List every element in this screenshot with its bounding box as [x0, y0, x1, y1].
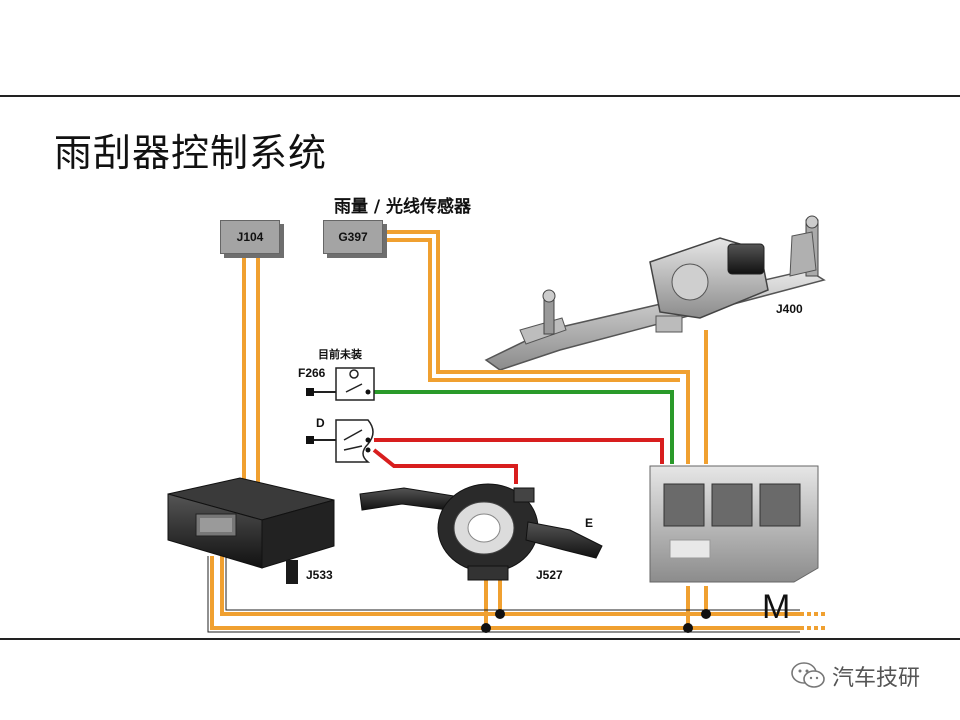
page-title: 雨刮器控制系统 — [54, 131, 328, 175]
d-label: D — [316, 416, 325, 430]
watermark-text: 汽车技研 — [832, 666, 921, 691]
g397-component-box: G397 — [323, 220, 383, 254]
j533-module-illustration — [167, 477, 335, 584]
wiper-linkage-illustration — [484, 215, 826, 371]
f266-switch-symbol — [306, 367, 375, 401]
bottom-divider — [0, 638, 960, 640]
body-control-module-illustration — [649, 465, 819, 583]
junction-dots — [481, 609, 711, 633]
j400-label: J400 — [776, 302, 803, 316]
sensor-caption: 雨量 / 光线传感器 — [334, 197, 472, 217]
j104-component-box: J104 — [220, 220, 280, 254]
wechat-icon — [791, 662, 825, 688]
j527-label: J527 — [536, 568, 563, 582]
red-wires — [372, 438, 664, 484]
e-label: E — [585, 516, 594, 530]
motor-m-label: M — [762, 588, 791, 626]
orange-wires — [210, 230, 800, 630]
j527-module-illustration — [359, 483, 603, 581]
bus-continuation — [800, 612, 826, 630]
f266-label: F266 — [298, 366, 326, 380]
d-switch-symbol — [306, 419, 374, 463]
top-divider — [0, 95, 960, 97]
wire-outlines — [207, 556, 800, 633]
watermark: 汽车技研 — [790, 660, 920, 692]
j533-label: J533 — [306, 568, 333, 582]
green-wire — [374, 390, 674, 464]
not-installed-note: 目前未装 — [318, 348, 362, 361]
